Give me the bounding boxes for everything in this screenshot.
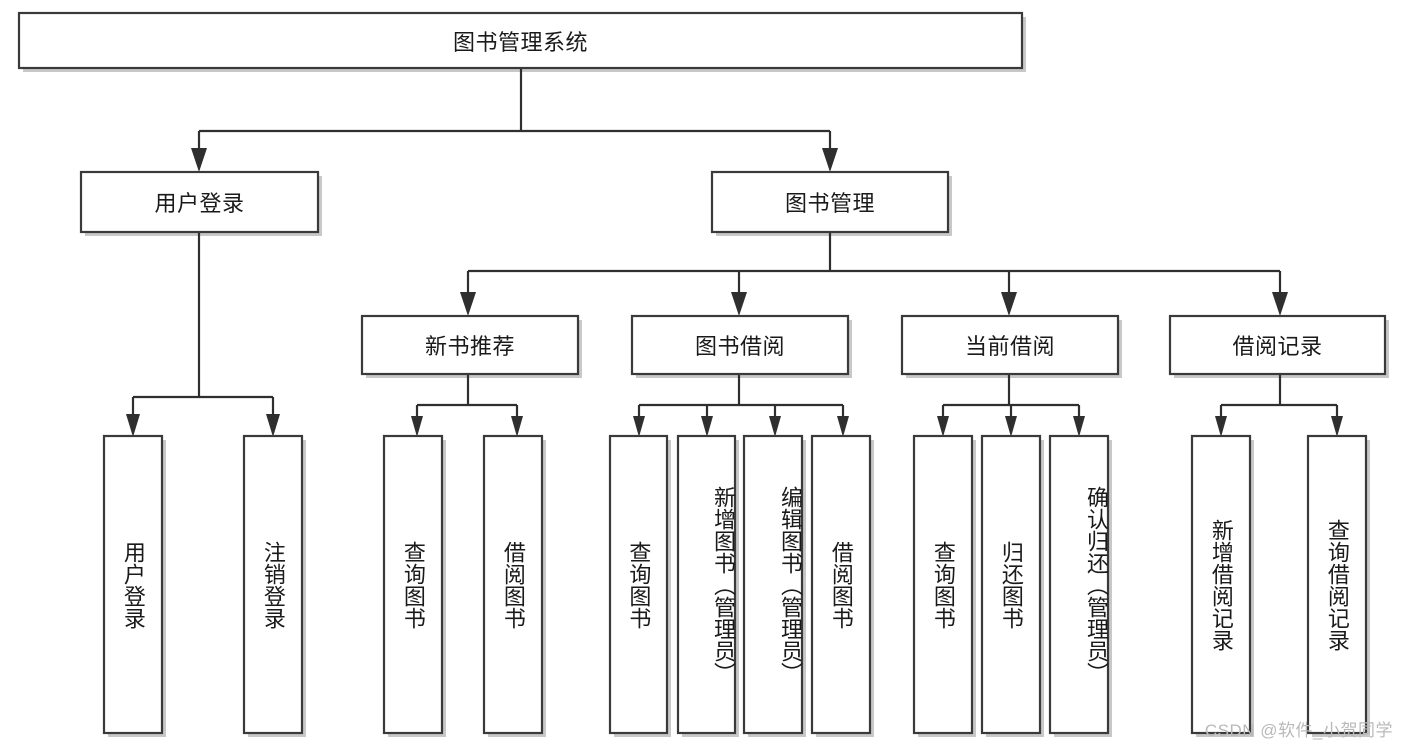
arrow-to-book-management <box>822 148 838 172</box>
leaf-box <box>980 434 1042 735</box>
leaf-box <box>1048 434 1110 735</box>
leaf-box <box>810 434 872 735</box>
leaf-box <box>482 434 544 735</box>
node-new-book-recommend-box <box>360 314 580 376</box>
arrow-to-user-login <box>191 148 207 172</box>
node-borrow-record-box <box>1168 314 1387 376</box>
connectors <box>126 68 1343 437</box>
node-boxes <box>17 11 1387 735</box>
leaf-box <box>676 434 737 735</box>
node-user-login-box <box>79 170 320 234</box>
leaf-box <box>242 434 304 735</box>
leaf-box <box>102 434 164 735</box>
leaf-box <box>1306 434 1368 735</box>
leaf-box <box>1190 434 1252 735</box>
leaf-box <box>382 434 444 735</box>
leaf-box <box>912 434 974 735</box>
leaf-box <box>742 434 804 735</box>
node-book-management-box <box>710 170 950 234</box>
node-root-box <box>17 11 1024 70</box>
node-book-borrow-box <box>630 314 850 376</box>
leaf-box <box>608 434 669 735</box>
node-current-borrow-box <box>900 314 1120 376</box>
